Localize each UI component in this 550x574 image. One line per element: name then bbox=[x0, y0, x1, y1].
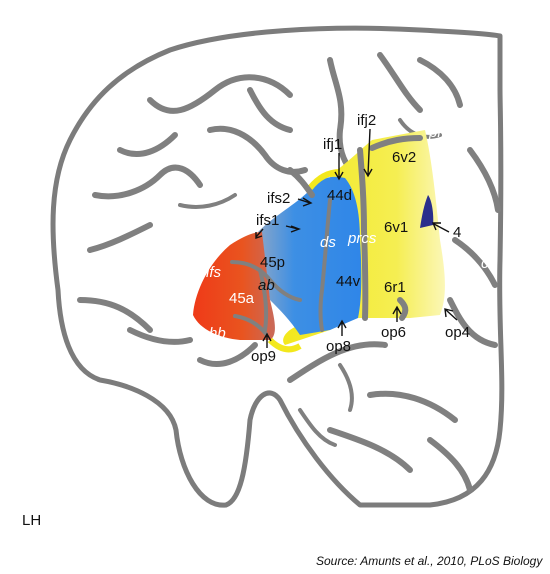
pointer-ifj2-arrow bbox=[363, 128, 373, 178]
sulcus-ifs-label: ifs bbox=[206, 264, 222, 281]
hemisphere-outline bbox=[50, 25, 505, 508]
sulcus-ab-label: ab bbox=[258, 277, 275, 294]
hemisphere-label: LH bbox=[22, 512, 42, 529]
yellow-rims bbox=[267, 169, 341, 353]
source-caption: Source: Amunts et al., 2010, PLoS Biolog… bbox=[316, 554, 543, 568]
pointer-ifs2-arrow bbox=[297, 197, 313, 207]
sulcus-ds-label: ds bbox=[320, 234, 336, 251]
pointer-op4-label: op4 bbox=[445, 324, 470, 341]
pointer-op8-label: op8 bbox=[326, 338, 351, 355]
pointer-ifj1-label: ifj1 bbox=[323, 136, 342, 153]
pointer-op9-arrow bbox=[262, 332, 272, 348]
sulcus-hb-label: hb bbox=[209, 325, 226, 342]
pointer-op9-label: op9 bbox=[251, 348, 276, 365]
sulci-overlay bbox=[230, 135, 423, 336]
pointer-op8-arrow bbox=[337, 319, 347, 336]
area-45a-label: 45a bbox=[229, 290, 255, 307]
area-6r1-label: 6r1 bbox=[384, 279, 406, 296]
sulcus-prcs-center-label: prcs bbox=[347, 230, 377, 247]
pointer-ifs2-label: ifs2 bbox=[267, 190, 290, 207]
sulcus-cs-top-label: cs bbox=[436, 167, 452, 184]
pointer-ifj1-arrow bbox=[334, 153, 344, 181]
area-44d-label: 44d bbox=[327, 187, 352, 204]
pointer-op6-label: op6 bbox=[381, 324, 406, 341]
sulcus-prcs-top-label: prcs bbox=[428, 124, 458, 141]
area-4-label: 4 bbox=[453, 224, 461, 241]
area-4-region bbox=[420, 195, 434, 228]
area-45p-label: 45p bbox=[260, 254, 285, 271]
sulcus-cs-right-label: cs bbox=[481, 255, 497, 272]
sulcal-lines bbox=[77, 52, 501, 493]
pointer-op6-arrow bbox=[392, 305, 402, 322]
pointer-ifs1-label: ifs1 bbox=[256, 212, 279, 229]
area-6v2-label: 6v2 bbox=[392, 149, 416, 166]
area-45-region bbox=[193, 232, 275, 340]
pointer-4-arrow bbox=[431, 222, 450, 233]
area-6v1-label: 6v1 bbox=[384, 219, 408, 236]
pointer-ifs1-arrow bbox=[255, 225, 301, 239]
pointer-ifj2-label: ifj2 bbox=[357, 112, 376, 129]
area-44-region bbox=[258, 176, 362, 335]
area-44v-label: 44v bbox=[336, 273, 361, 290]
pointer-op4-arrow bbox=[444, 308, 458, 321]
